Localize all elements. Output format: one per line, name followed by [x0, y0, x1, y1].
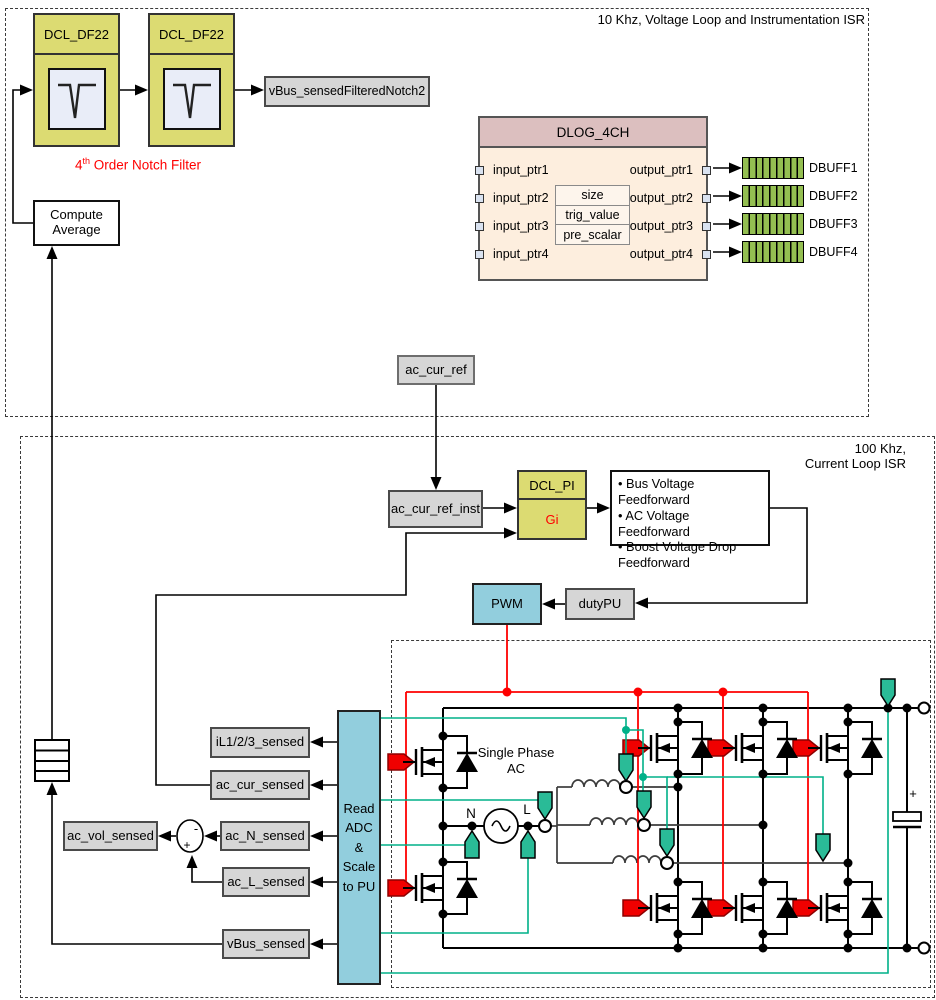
current-loop-section-frame — [20, 436, 935, 998]
feedforward-note: • Bus Voltage Feedforward • AC Voltage F… — [610, 470, 770, 570]
average-buffer-icon — [34, 739, 70, 782]
caption-sup: th — [82, 156, 90, 166]
dlog-output-port — [702, 249, 711, 259]
current-loop-title-line1: 100 Khz, — [854, 441, 906, 456]
dlog-output-label: output_ptr2 — [629, 191, 693, 205]
dbuff4-label: DBUFF4 — [809, 245, 858, 259]
voltage-loop-section-frame — [5, 8, 869, 417]
read-adc-block: Read ADC & Scale to PU — [337, 710, 381, 985]
vbus-filtered-label: vBus_sensedFilteredNotch2 — [264, 76, 430, 107]
dlog-input-label: input_ptr4 — [493, 247, 549, 261]
dlog-output-label: output_ptr1 — [629, 163, 693, 177]
feedforward-item: • Bus Voltage Feedforward — [618, 476, 695, 507]
dlog-param-trig-value: trig_value — [556, 206, 629, 226]
caption-base: 4 — [74, 157, 83, 173]
compute-average-line2: Average — [52, 222, 101, 237]
ac-n-sensed-label: ac_N_sensed — [220, 821, 310, 851]
dlog-param-pre-scalar: pre_scalar — [563, 227, 622, 242]
dcl-pi-gain-label: Gi — [545, 511, 559, 527]
dlog-input-label: input_ptr2 — [493, 191, 549, 205]
dbuff4-buffer-icon — [742, 241, 804, 263]
ac-cur-ref-inst-label: ac_cur_ref_inst — [388, 490, 483, 528]
ac-vol-sensed-label: ac_vol_sensed — [63, 821, 158, 851]
vbus-sensed-label: vBus_sensed — [222, 929, 310, 959]
dbuff3-buffer-icon — [742, 213, 804, 235]
il123-sensed-label: iL1/2/3_sensed — [210, 727, 310, 758]
dlog-param-box: size trig_value pre_scalar — [555, 185, 630, 245]
dbuff2-buffer-icon — [742, 185, 804, 207]
dlog-output-label: output_ptr4 — [629, 247, 693, 261]
dbuff1-label: DBUFF1 — [809, 161, 858, 175]
notch-filter-caption: 4th Order Notch Filter — [38, 156, 238, 173]
notch-filter-block-2: DCL_DF22 — [148, 13, 235, 147]
voltage-loop-title: 10 Khz, Voltage Loop and Instrumentation… — [597, 12, 865, 27]
dcl-pi-title: DCL_PI — [519, 472, 585, 500]
notch-response-icon — [48, 68, 106, 130]
adc-line: ADC — [345, 820, 373, 836]
power-stage-frame — [391, 640, 931, 988]
dlog-param-size: size — [556, 186, 629, 206]
compute-average-line1: Compute — [50, 207, 103, 223]
caption-rest: Order Notch Filter — [93, 157, 202, 173]
dlog-input-label: input_ptr1 — [493, 163, 549, 177]
notch-response-icon — [163, 68, 221, 130]
current-loop-title: 100 Khz, Current Loop ISR — [700, 441, 906, 471]
adc-line: to PU — [342, 878, 376, 894]
adc-line: & — [354, 839, 364, 855]
adc-line: Scale — [342, 859, 376, 875]
dlog-4ch-title: DLOG_4CH — [480, 118, 706, 148]
notch-filter-block-2-title: DCL_DF22 — [150, 15, 233, 55]
dlog-input-port — [475, 221, 484, 231]
dbuff1-buffer-icon — [742, 157, 804, 179]
dlog-4ch-block: DLOG_4CH input_ptr1 input_ptr2 input_ptr… — [475, 116, 711, 281]
pwm-block: PWM — [472, 583, 542, 625]
dlog-output-port — [702, 165, 711, 175]
dlog-input-label: input_ptr3 — [493, 219, 549, 233]
ac-cur-sensed-label: ac_cur_sensed — [210, 770, 310, 800]
ac-cur-ref-label: ac_cur_ref — [397, 355, 475, 385]
dbuff3-label: DBUFF3 — [809, 217, 858, 231]
dlog-input-port — [475, 249, 484, 259]
dcl-pi-block: DCL_PI Gi — [517, 470, 587, 540]
ac-l-sensed-label: ac_L_sensed — [222, 867, 310, 897]
dlog-output-port — [702, 193, 711, 203]
dlog-input-port — [475, 165, 484, 175]
dlog-output-label: output_ptr3 — [629, 219, 693, 233]
dlog-output-port — [702, 221, 711, 231]
notch-filter-block-1-title: DCL_DF22 — [35, 15, 118, 55]
duty-pu-label: dutyPU — [565, 588, 635, 620]
adc-line: Read — [343, 800, 375, 816]
dlog-input-port — [475, 193, 484, 203]
compute-average-block: Compute Average — [33, 200, 120, 246]
current-loop-title-line2: Current Loop ISR — [804, 456, 906, 471]
feedforward-item: • AC Voltage Feedforward — [618, 507, 690, 539]
dbuff2-label: DBUFF2 — [809, 189, 858, 203]
feedforward-item: • Boost Voltage Drop Feedforward — [618, 539, 737, 571]
notch-filter-block-1: DCL_DF22 — [33, 13, 120, 147]
